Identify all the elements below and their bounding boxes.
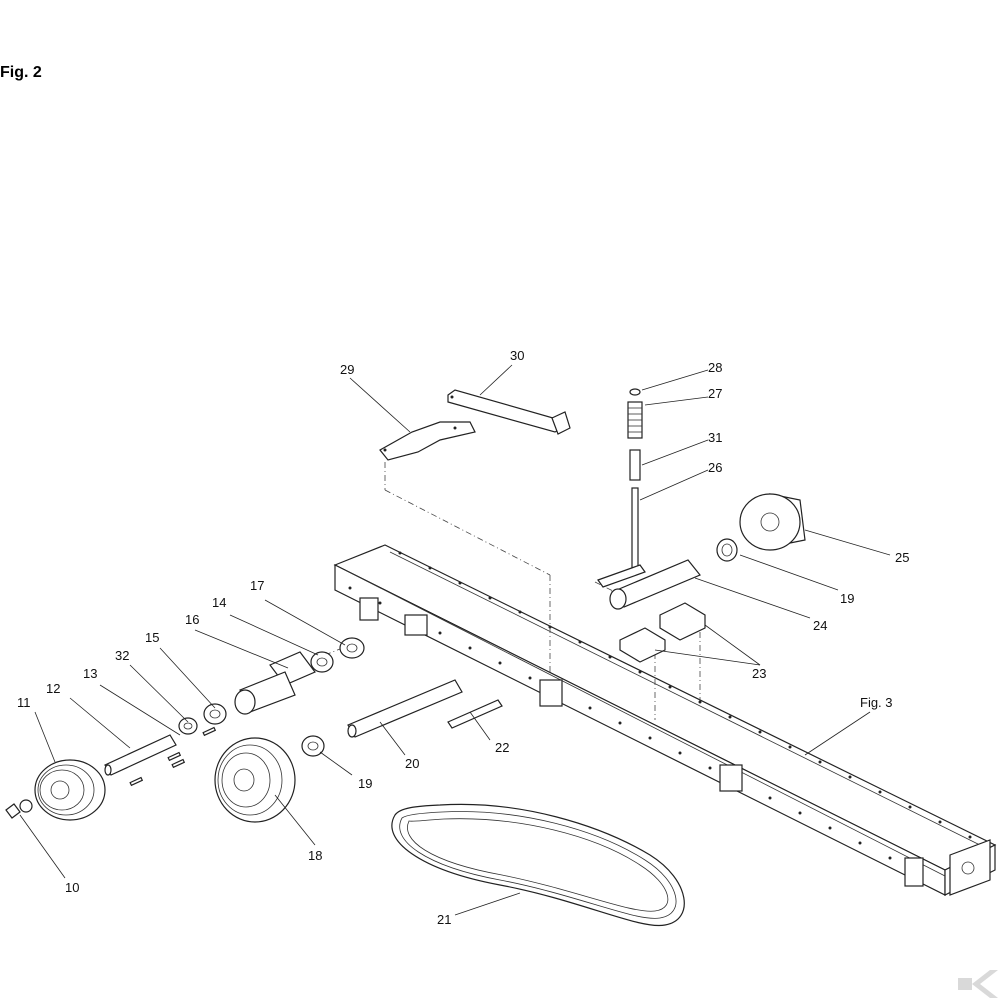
part-11-pulley [34,759,106,821]
part-28-washer [629,388,641,396]
label-part-30: 30 [510,348,524,363]
part-31-sleeve [629,449,641,481]
label-part-19-upper: 19 [840,591,854,606]
part-15-bearing [203,703,227,725]
label-part-13: 13 [83,666,97,681]
part-19-lower-bearing [301,735,325,757]
label-fig-3: Fig. 3 [860,695,893,710]
label-part-32: 32 [115,648,129,663]
part-21-belt [391,803,685,927]
label-part-31: 31 [708,430,722,445]
part-12-shaft [104,734,177,776]
part-10-nut [5,799,33,819]
part-14-bearing [310,651,334,673]
part-labels: 29 30 28 27 31 26 25 19 24 23 17 14 16 1… [17,348,909,927]
label-part-11: 11 [17,695,31,710]
label-part-29: 29 [340,362,354,377]
label-part-17: 17 [250,578,264,593]
part-18-pulley [214,737,296,823]
label-part-26: 26 [708,460,722,475]
part-19-upper-bearing [716,538,738,562]
part-26-rod [631,487,639,569]
part-30-arm [447,389,571,435]
part-16-housing [234,651,316,715]
part-17-flange [339,637,365,659]
label-part-21: 21 [437,912,451,927]
label-part-14: 14 [212,595,226,610]
brand-logo-icon [958,970,998,998]
label-part-20: 20 [405,756,419,771]
label-part-15: 15 [145,630,159,645]
label-part-16: 16 [185,612,199,627]
part-20-shaft [347,679,463,738]
part-13-keys [129,726,217,787]
main-frame-beam [333,544,997,896]
label-part-10: 10 [65,880,79,895]
label-part-12: 12 [46,681,60,696]
part-27-spring [627,401,643,439]
part-25-roller [739,493,806,551]
label-part-22: 22 [495,740,509,755]
part-29-bracket [379,421,476,461]
part-24-tube [597,559,701,610]
leader-lines [19,364,891,916]
part-23-mounts [619,602,706,663]
label-part-28: 28 [708,360,722,375]
label-part-18: 18 [308,848,322,863]
label-part-19-lower: 19 [358,776,372,791]
label-part-27: 27 [708,386,722,401]
figure-title: Fig. 2 [0,64,42,81]
label-part-25: 25 [895,550,909,565]
part-22-pin [447,699,503,729]
label-part-23: 23 [752,666,766,681]
part-32-washer [178,717,198,735]
label-part-24: 24 [813,618,827,633]
